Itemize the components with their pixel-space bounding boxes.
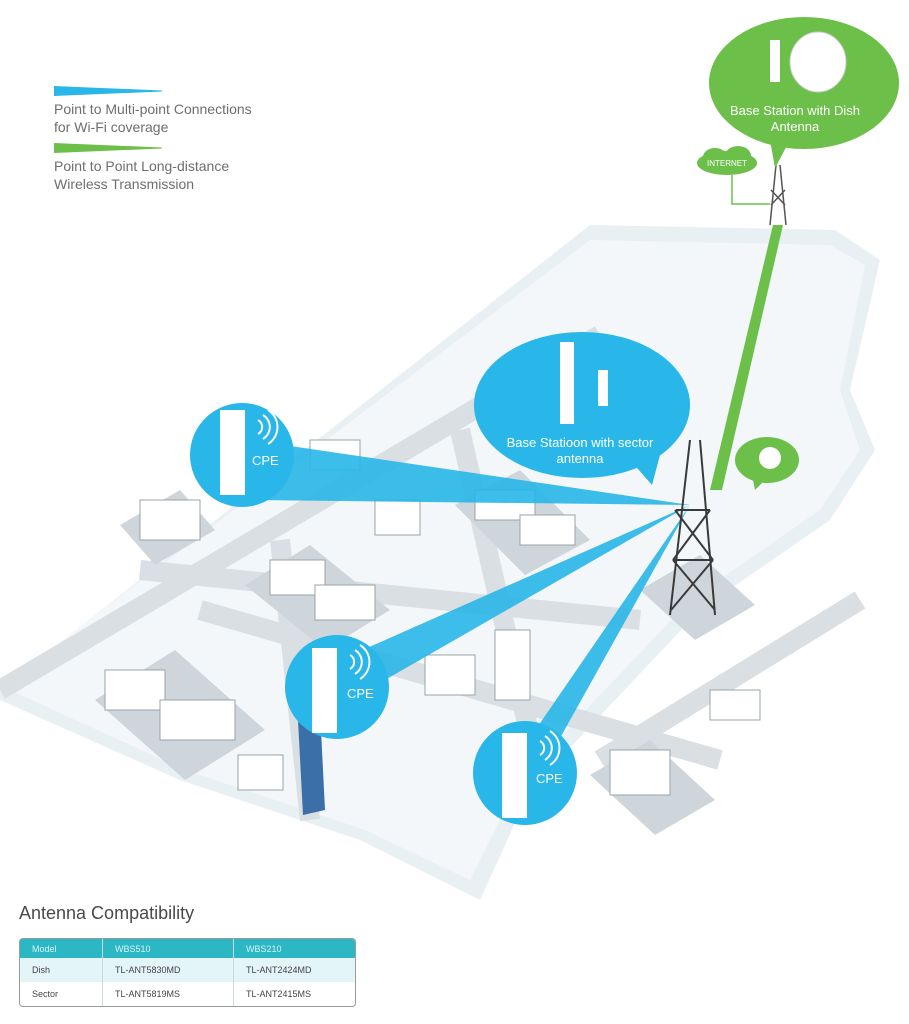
compatibility-title: Antenna Compatibility	[19, 903, 195, 923]
sector-antenna-icon	[560, 342, 574, 424]
table-row: Dish TL-ANT5830MD TL-ANT2424MD	[20, 958, 355, 982]
dish-marker-icon	[735, 437, 799, 490]
cpe-device-icon	[312, 648, 337, 733]
header-model: Model	[20, 939, 102, 958]
legend-multipoint-line2: for Wi-Fi coverage	[54, 119, 169, 135]
sector-bubble-label: Base Statioon with sector antenna	[490, 435, 670, 467]
dish-bubble-line1: Base Station with Dish	[729, 103, 861, 118]
dish-bubble	[709, 17, 899, 168]
cpe-device-icon	[220, 410, 245, 495]
legend-multipoint-swatch	[54, 86, 162, 96]
cpe-label-3: CPE	[536, 771, 563, 786]
dish-bubble-label: Base Station with Dish Antenna	[720, 103, 870, 135]
compatibility-table: Model WBS510 WBS210 Dish TL-ANT5830MD TL…	[19, 938, 356, 1007]
table-cell: TL-ANT2424MD	[233, 958, 355, 982]
legend-p2p: Point to Point Long-distance Wireless Tr…	[54, 143, 229, 193]
lattice-tower	[669, 439, 716, 616]
legend-p2p-line1: Point to Point Long-distance	[54, 158, 230, 174]
sector-bubble-line2: antenna	[556, 451, 604, 466]
table-cell: Sector	[32, 989, 59, 999]
internet-cloud-icon: INTERNET	[697, 146, 770, 205]
ground-platform-top	[10, 240, 865, 880]
legend-p2p-line2: Wireless Transmission	[54, 176, 195, 192]
cpe-label-2: CPE	[347, 686, 374, 701]
p2p-beam	[710, 225, 783, 490]
relay-tower	[769, 164, 787, 226]
cpe-circle-2	[285, 635, 389, 739]
multipoint-beams	[250, 440, 690, 765]
sector-bubble	[474, 332, 690, 485]
cpe-label-1: CPE	[252, 453, 279, 468]
legend-p2p-swatch	[54, 143, 162, 153]
sector-bubble-line1: Base Statioon with sector	[506, 435, 654, 450]
buildings	[104, 439, 761, 796]
dish-bubble-line2: Antenna	[770, 119, 820, 134]
header-wbs510: WBS510	[102, 939, 233, 958]
table-cell: TL-ANT5830MD	[102, 958, 233, 982]
legend-multipoint: Point to Multi-point Connections for Wi-…	[54, 86, 252, 136]
legend-multipoint-line1: Point to Multi-point Connections	[54, 101, 252, 117]
cpe-device-icon	[502, 733, 527, 818]
table-row: Sector TL-ANT5819MS TL-ANT2415MS	[20, 982, 355, 1006]
radio-unit-icon	[770, 40, 780, 82]
table-cell: Dish	[20, 958, 102, 982]
header-wbs210: WBS210	[233, 939, 355, 958]
radio-unit-icon	[598, 370, 608, 406]
skyscraper	[298, 710, 325, 815]
cpe-circle-1	[190, 403, 294, 507]
internet-label: INTERNET	[707, 159, 747, 168]
table-cell: TL-ANT2415MS	[233, 982, 355, 1006]
table-cell: TL-ANT5819MS	[102, 982, 233, 1006]
table-header-row: Model WBS510 WBS210	[20, 939, 355, 958]
dish-antenna-icon	[789, 31, 847, 93]
wifi-icon	[257, 409, 561, 766]
